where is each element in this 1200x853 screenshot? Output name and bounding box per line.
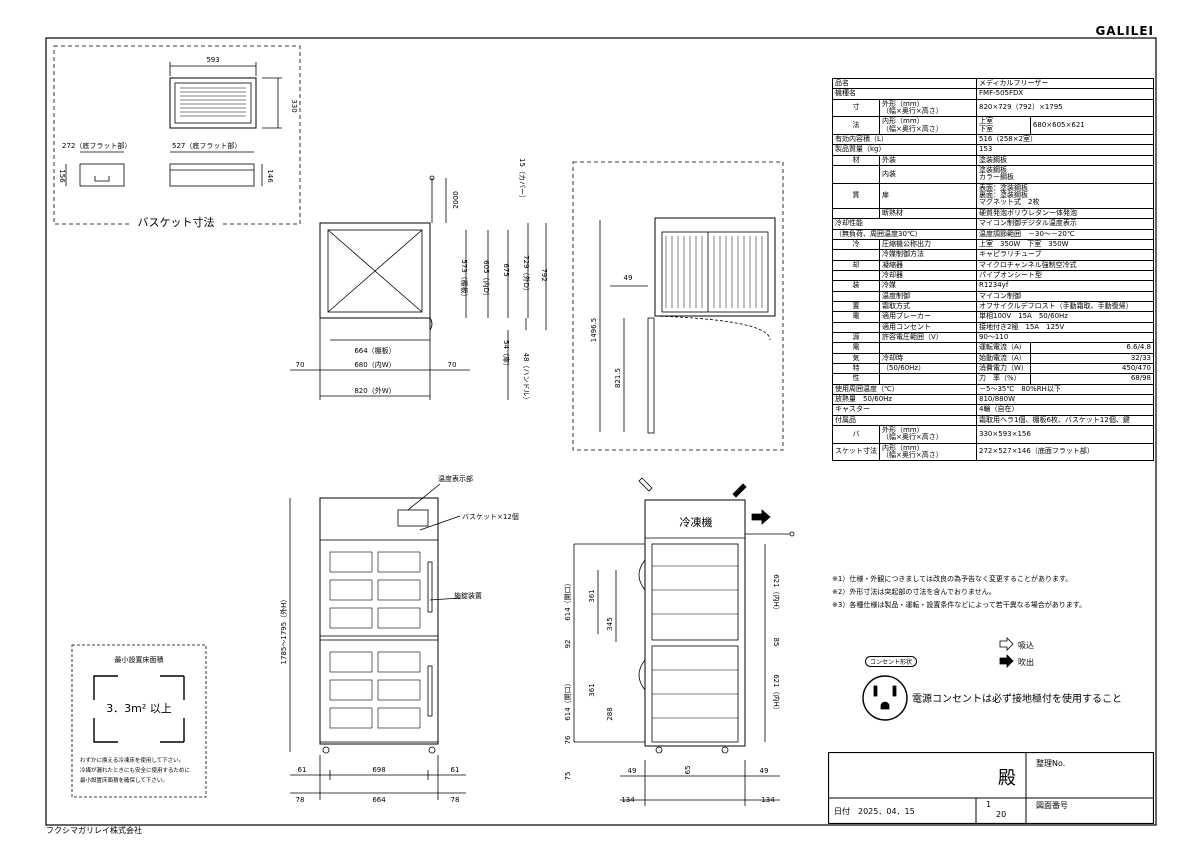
basket-h2: 146 [266,169,274,183]
min-area-note-2: 冷媒が漏れたときにも安全に使用するために [80,766,190,774]
top-handle: 48（ハンドル） [522,353,530,404]
top-depth-792: 792 [540,268,548,281]
outlet-tag: コンセント形状 [865,656,918,667]
front-temp-display-label: 温度表示部 [438,474,473,483]
top-inner-width: 680（内W） [354,360,395,369]
min-area-title: 最小設置床面積 [115,655,164,664]
title-block-lines [828,752,1154,824]
top-depth-675: 675 [502,263,510,276]
section-d614a: 614（開口） [564,579,572,620]
title-zumen: 図面番号 [1036,801,1068,810]
sheet-border [45,37,1157,826]
min-area-note-3: 最小設置床面積を確保して下さい。 [80,776,168,784]
legend-exhaust: 吹出 [1018,658,1034,667]
top-cover: 15（カバー） [518,158,526,202]
section-w134-left: 134 [621,796,635,804]
front-height: 1785～1795（外H） [279,596,288,665]
section-machine-label: 冷凍機 [680,515,713,529]
section-d76: 76 [564,735,572,744]
note-2: ※2）外形寸法は突起部の寸法を含んでおりません。 [832,588,996,596]
section-d361a: 361 [588,589,596,602]
section-d345: 345 [606,617,614,630]
notes: ※1）仕様・外観につきましては改良の為予告なく変更することがあります。 ※2）外… [832,573,1086,612]
front-w61-right: 61 [451,766,460,774]
section-d92: 92 [564,640,572,649]
basket-left-width: 272（底フラット部） [62,141,131,150]
front-basket-count-label: バスケット×12個 [462,512,519,521]
title-dono: 殿 [998,768,1016,789]
top-side-left: 70 [296,361,305,369]
outlet-icon [862,675,908,721]
front-w78-right: 78 [451,796,460,804]
min-area-value: 3．3m² 以上 [106,702,172,715]
section-w49-right: 49 [760,767,769,775]
company-name: フクシマガリレイ株式会社 [46,826,142,835]
front-w78-left: 78 [296,796,305,804]
legend-intake: 吸込 [1018,641,1034,650]
section-r621b: 621（内H） [772,674,781,714]
intake-arrow-icon [999,637,1014,651]
section-w134-right: 134 [761,796,775,804]
brand-logo: GALILEI [1095,24,1154,38]
note-3: ※3）各種仕様は製品・運転・設置条件などによって若干異なる場合があります。 [832,601,1087,609]
section-w49-left: 49 [628,767,637,775]
front-w61-left: 61 [298,766,307,774]
side-view: 1496.5 821.5 49 [572,161,784,451]
airflow-legend: 吸込 吹出 [1000,637,1034,671]
side-depth-49: 49 [624,274,633,282]
section-view: 冷凍機 614（開口） 361 345 92 614（開口） 361 288 7… [564,477,795,806]
side-height-1496: 1496.5 [590,318,598,343]
title-page-den: 20 [996,810,1007,819]
side-height-821: 821.5 [614,368,622,388]
basket-h1: 156 [58,169,66,183]
top-outer-width: 820（外W） [354,386,395,395]
title-date: 日付 2025．04．15 [834,807,915,816]
outlet-note: 電源コンセントは必ず接地極付を使用すること [912,694,1122,705]
section-w65: 65 [684,766,692,775]
front-w698: 698 [372,766,385,774]
basket-right-width: 527（底フラット部） [172,141,241,150]
top-outer-depth: 729（外D） [522,255,531,295]
top-shelf-depth: 573（棚板） [460,259,469,300]
basket-dimension-view: 593 330 272（底フラット部） 527（底フラット部） 156 146 … [53,45,301,229]
exhaust-arrow-icon [999,654,1014,668]
section-d614b: 614（開口） [564,679,572,720]
basket-depth: 330 [290,99,298,112]
top-inner-depth: 605（内D） [482,260,491,300]
section-d361b: 361 [588,683,596,696]
min-area-note-1: わずかに換える冷凍床を使用して下さい。 [80,756,184,764]
top-door-depth: 54（扉） [502,340,511,370]
title-block: 殿 整理No. 日付 2025．04．15 1 20 図面番号 [828,752,1154,824]
section-r85: 85 [772,638,780,647]
title-seiri: 整理No. [1036,759,1066,768]
title-page-num: 1 [986,800,992,809]
front-w664: 664 [372,796,386,804]
section-d75: 75 [564,772,572,781]
front-view: 温度表示部 バスケット×12個 施錠装置 1785～1795（外H） 61 69… [279,474,519,804]
top-cord: 2000 [452,191,460,209]
top-shelf-width: 664（棚板） [354,346,395,355]
section-r621a: 621（内H） [772,574,781,614]
basket-title: バスケット寸法 [138,215,215,229]
basket-width: 593 [206,56,219,64]
front-lock-label: 施錠装置 [454,591,482,600]
top-side-right: 70 [448,361,457,369]
note-1: ※1）仕様・外観につきましては改良の為予告なく変更することがあります。 [832,575,1073,583]
top-view: 664（棚板） 680（内W） 820（外W） 70 70 2000 15（カバ… [290,158,548,403]
section-d288: 288 [606,707,614,720]
min-area-box: 最小設置床面積 3．3m² 以上 わずかに換える冷凍床を使用して下さい。 冷媒が… [71,644,207,798]
